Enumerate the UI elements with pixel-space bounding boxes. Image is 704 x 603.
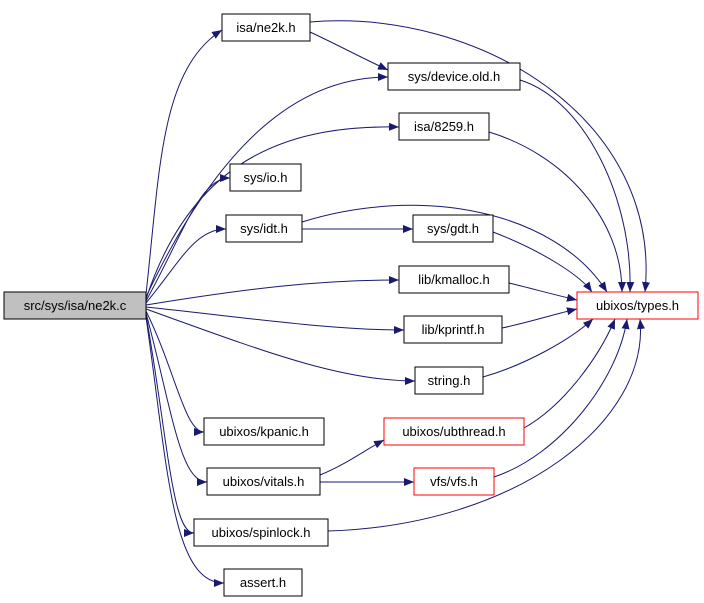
node-box-vfs_vfs_h[interactable] — [413, 467, 495, 496]
node-ubixos_ubthread_h[interactable]: ubixos/ubthread.h — [383, 417, 525, 446]
edge-src_sys_isa_ne2k_c-to-ubixos_vitals_h — [145, 312, 208, 486]
edge-ubixos_ubthread_h-to-ubixos_types_h — [523, 318, 616, 429]
edge-lib_kprintf_h-to-ubixos_types_h — [501, 307, 578, 329]
node-lib_kmalloc_h[interactable]: lib/kmalloc.h — [398, 265, 510, 294]
edge-sys_idt_h-to-ubixos_types_h — [301, 204, 608, 293]
node-label-isa_ne2k_h: isa/ne2k.h — [236, 20, 295, 35]
edge-isa_8259_h-to-ubixos_types_h — [488, 131, 626, 293]
node-box-ubixos_types_h[interactable] — [576, 291, 699, 320]
edge-ubixos_spinlock_h-to-ubixos_types_h — [327, 318, 645, 532]
node-ubixos_spinlock_h[interactable]: ubixos/spinlock.h — [193, 518, 329, 547]
node-box-string_h[interactable] — [414, 366, 484, 395]
edge-isa_ne2k_h-to-sys_device_old_h — [309, 31, 389, 71]
node-label-isa_8259_h: isa/8259.h — [414, 119, 474, 134]
node-label-vfs_vfs_h: vfs/vfs.h — [430, 474, 478, 489]
node-ubixos_vitals_h[interactable]: ubixos/vitals.h — [206, 467, 321, 496]
node-label-lib_kprintf_h: lib/kprintf.h — [422, 322, 485, 337]
edge-src_sys_isa_ne2k_c-to-lib_kprintf_h — [145, 306, 405, 334]
edge-sys_gdt_h-to-ubixos_types_h — [492, 231, 593, 293]
edge-src_sys_isa_ne2k_c-to-sys_idt_h — [145, 225, 227, 304]
node-label-ubixos_ubthread_h: ubixos/ubthread.h — [402, 424, 505, 439]
node-label-string_h: string.h — [428, 373, 471, 388]
node-label-ubixos_vitals_h: ubixos/vitals.h — [223, 474, 305, 489]
node-box-lib_kprintf_h[interactable] — [403, 315, 503, 344]
node-lib_kprintf_h[interactable]: lib/kprintf.h — [403, 315, 503, 344]
node-box-src_sys_isa_ne2k_c — [3, 291, 147, 320]
edge-src_sys_isa_ne2k_c-to-assert_h — [145, 316, 225, 587]
edge-src_sys_isa_ne2k_c-to-ubixos_kpanic_h — [145, 310, 205, 436]
node-box-sys_gdt_h[interactable] — [412, 214, 494, 243]
node-label-ubixos_kpanic_h: ubixos/kpanic.h — [219, 424, 309, 439]
node-box-assert_h[interactable] — [223, 568, 303, 597]
node-box-ubixos_kpanic_h[interactable] — [203, 417, 325, 446]
node-box-ubixos_ubthread_h[interactable] — [383, 417, 525, 446]
edge-src_sys_isa_ne2k_c-to-string_h — [145, 308, 416, 385]
node-sys_device_old_h[interactable]: sys/device.old.h — [387, 62, 521, 91]
node-vfs_vfs_h[interactable]: vfs/vfs.h — [413, 467, 495, 496]
node-sys_io_h[interactable]: sys/io.h — [229, 163, 302, 192]
node-box-sys_device_old_h[interactable] — [387, 62, 521, 91]
node-isa_8259_h[interactable]: isa/8259.h — [398, 112, 490, 141]
edge-lib_kmalloc_h-to-ubixos_types_h — [508, 282, 578, 302]
node-src_sys_isa_ne2k_c: src/sys/isa/ne2k.c — [3, 291, 147, 320]
node-sys_idt_h[interactable]: sys/idt.h — [225, 214, 303, 243]
node-ubixos_kpanic_h[interactable]: ubixos/kpanic.h — [203, 417, 325, 446]
node-label-sys_io_h: sys/io.h — [243, 170, 287, 185]
node-label-lib_kmalloc_h: lib/kmalloc.h — [418, 272, 490, 287]
edge-src_sys_isa_ne2k_c-to-sys_device_old_h — [145, 73, 389, 298]
node-box-lib_kmalloc_h[interactable] — [398, 265, 510, 294]
node-label-sys_gdt_h: sys/gdt.h — [427, 221, 479, 236]
edge-isa_ne2k_h-to-ubixos_types_h — [309, 20, 650, 293]
node-box-sys_idt_h[interactable] — [225, 214, 303, 243]
edge-src_sys_isa_ne2k_c-to-lib_kmalloc_h — [145, 276, 400, 306]
node-box-ubixos_spinlock_h[interactable] — [193, 518, 329, 547]
edge-sys_device_old_h-to-ubixos_types_h — [519, 79, 635, 293]
node-box-isa_8259_h[interactable] — [398, 112, 490, 141]
node-label-src_sys_isa_ne2k_c: src/sys/isa/ne2k.c — [24, 298, 127, 313]
edge-src_sys_isa_ne2k_c-to-sys_io_h — [145, 174, 231, 302]
node-assert_h[interactable]: assert.h — [223, 568, 303, 597]
node-box-sys_io_h[interactable] — [229, 163, 302, 192]
node-string_h[interactable]: string.h — [414, 366, 484, 395]
edge-vfs_vfs_h-to-ubixos_types_h — [493, 318, 630, 478]
node-isa_ne2k_h[interactable]: isa/ne2k.h — [221, 13, 311, 42]
node-sys_gdt_h[interactable]: sys/gdt.h — [412, 214, 494, 243]
node-label-sys_idt_h: sys/idt.h — [240, 221, 288, 236]
node-ubixos_types_h[interactable]: ubixos/types.h — [576, 291, 699, 320]
node-label-ubixos_spinlock_h: ubixos/spinlock.h — [212, 525, 311, 540]
node-label-ubixos_types_h: ubixos/types.h — [596, 298, 679, 313]
edge-src_sys_isa_ne2k_c-to-ubixos_spinlock_h — [145, 314, 195, 537]
edge-string_h-to-ubixos_types_h — [482, 318, 594, 378]
edge-ubixos_vitals_h-to-ubixos_ubthread_h — [319, 439, 385, 476]
edge-src_sys_isa_ne2k_c-to-isa_8259_h — [145, 122, 400, 300]
node-box-isa_ne2k_h[interactable] — [221, 13, 311, 42]
node-label-sys_device_old_h: sys/device.old.h — [408, 69, 501, 84]
node-label-assert_h: assert.h — [240, 575, 286, 590]
edge-src_sys_isa_ne2k_c-to-isa_ne2k_h — [145, 29, 223, 295]
node-box-ubixos_vitals_h[interactable] — [206, 467, 321, 496]
